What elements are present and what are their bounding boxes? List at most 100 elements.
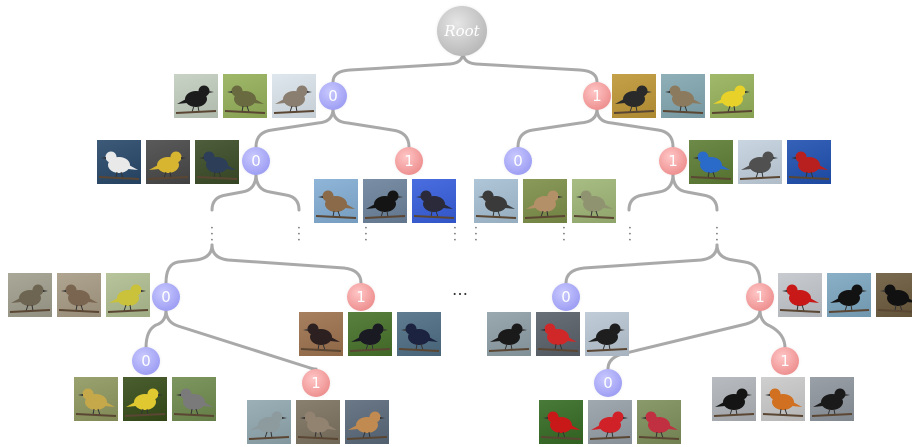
- puffin-image: [810, 377, 854, 421]
- edge-R-RR1: [758, 308, 787, 350]
- woodpecker-black-image: [827, 273, 871, 317]
- node-10: 0: [504, 147, 532, 175]
- bird-silhouette-icon: [586, 323, 628, 352]
- bird-silhouette-icon: [739, 151, 781, 180]
- edge-L-LL: [144, 308, 168, 350]
- warbler-yellow-image: [710, 74, 754, 118]
- blackbird-image: [174, 74, 218, 118]
- edge-11-a: [627, 172, 675, 212]
- bird-silhouette-icon: [364, 190, 406, 219]
- bird-silhouette-icon: [788, 151, 830, 180]
- bird-silhouette-icon: [224, 85, 266, 114]
- grosbeak-dark-image: [637, 400, 681, 444]
- vireo-image: [572, 179, 616, 223]
- sparrow-streaked-image: [57, 273, 101, 317]
- edge-root-0: [331, 50, 465, 84]
- bird-silhouette-icon: [98, 151, 140, 180]
- raven-image: [348, 312, 392, 356]
- edge-L1: [210, 243, 363, 285]
- bird-silhouette-icon: [779, 284, 821, 313]
- vertical-ellipsis: ···: [296, 221, 302, 248]
- edge-0-01: [331, 107, 411, 149]
- bird-silhouette-icon: [107, 284, 149, 313]
- bird-silhouette-icon: [811, 388, 853, 417]
- node-left-0: 0: [152, 283, 180, 311]
- vertical-ellipsis: ···: [714, 221, 720, 248]
- node-left-1: 1: [347, 283, 375, 311]
- node-0: 0: [319, 82, 347, 110]
- grosbeak-rose-image: [539, 400, 583, 444]
- bird-silhouette-icon: [613, 85, 655, 114]
- cedar-waxwing-image: [523, 179, 567, 223]
- bird-silhouette-icon: [413, 190, 455, 219]
- waxwing-image: [272, 74, 316, 118]
- swallow-image: [195, 140, 239, 184]
- bird-silhouette-icon: [173, 388, 215, 417]
- bird-silhouette-icon: [524, 190, 566, 219]
- grebe-horned-image: [738, 140, 782, 184]
- bird-silhouette-icon: [589, 411, 631, 440]
- chickadee-image: [172, 377, 216, 421]
- bird-silhouette-icon: [58, 284, 100, 313]
- kinglet-image: [106, 273, 150, 317]
- edge-R: [564, 243, 719, 285]
- bunting-blue-image: [689, 140, 733, 184]
- goldfinch-image: [146, 140, 190, 184]
- bird-silhouette-icon: [196, 151, 238, 180]
- sparrow-ground-image: [296, 400, 340, 444]
- bird-silhouette-icon: [488, 323, 530, 352]
- bird-silhouette-icon: [346, 411, 388, 440]
- auklet-image: [487, 312, 531, 356]
- bird-silhouette-icon: [315, 190, 357, 219]
- woodpecker-red-headed-image: [787, 140, 831, 184]
- bird-silhouette-icon: [537, 323, 579, 352]
- bird-silhouette-icon: [877, 284, 912, 313]
- grosbeak-breasted-image: [588, 400, 632, 444]
- node-1: 1: [583, 82, 611, 110]
- node-right-1: 1: [746, 283, 774, 311]
- edge-R-RR: [606, 308, 762, 371]
- sparrow-rufous-image: [345, 400, 389, 444]
- edge-1-11: [595, 107, 675, 149]
- vertical-ellipsis: ···: [561, 221, 567, 248]
- bird-silhouette-icon: [273, 85, 315, 114]
- bird-silhouette-icon: [540, 411, 582, 440]
- catbird-image: [247, 400, 291, 444]
- bird-silhouette-icon: [248, 411, 290, 440]
- auklet-tufted-image: [761, 377, 805, 421]
- edge-root-1: [461, 50, 599, 84]
- vertical-ellipsis: ···: [627, 221, 633, 248]
- grackle-image: [397, 312, 441, 356]
- auklet-parakeet-image: [712, 377, 756, 421]
- bird-silhouette-icon: [638, 411, 680, 440]
- bird-silhouette-icon: [175, 85, 217, 114]
- bird-silhouette-icon: [398, 323, 440, 352]
- node-right-11: 1: [771, 347, 799, 375]
- bird-silhouette-icon: [349, 323, 391, 352]
- grebe-image: [97, 140, 141, 184]
- edge-1-10: [516, 107, 599, 149]
- bird-silhouette-icon: [9, 284, 51, 313]
- edge-L-LL1: [164, 308, 318, 371]
- warbler-yellowthroat-image: [123, 377, 167, 421]
- bird-silhouette-icon: [762, 388, 804, 417]
- node-00: 0: [242, 147, 270, 175]
- vertical-ellipsis: ···: [209, 221, 215, 248]
- node-01: 1: [395, 147, 423, 175]
- sparrow-image: [314, 179, 358, 223]
- edge-00-a: [210, 172, 258, 212]
- flycatcher-image: [223, 74, 267, 118]
- sparrow-brown-image: [8, 273, 52, 317]
- edge-11-b: [671, 172, 719, 212]
- node-11: 1: [659, 147, 687, 175]
- bird-silhouette-icon: [297, 411, 339, 440]
- edge-0-00: [254, 107, 335, 149]
- duck-image: [612, 74, 656, 118]
- bird-silhouette-icon: [573, 190, 615, 219]
- bird-silhouette-icon: [300, 323, 342, 352]
- bird-silhouette-icon: [828, 284, 870, 313]
- node-right-0: 0: [552, 283, 580, 311]
- guillemot-image: [585, 312, 629, 356]
- thrasher-image: [661, 74, 705, 118]
- woodpecker-image: [299, 312, 343, 356]
